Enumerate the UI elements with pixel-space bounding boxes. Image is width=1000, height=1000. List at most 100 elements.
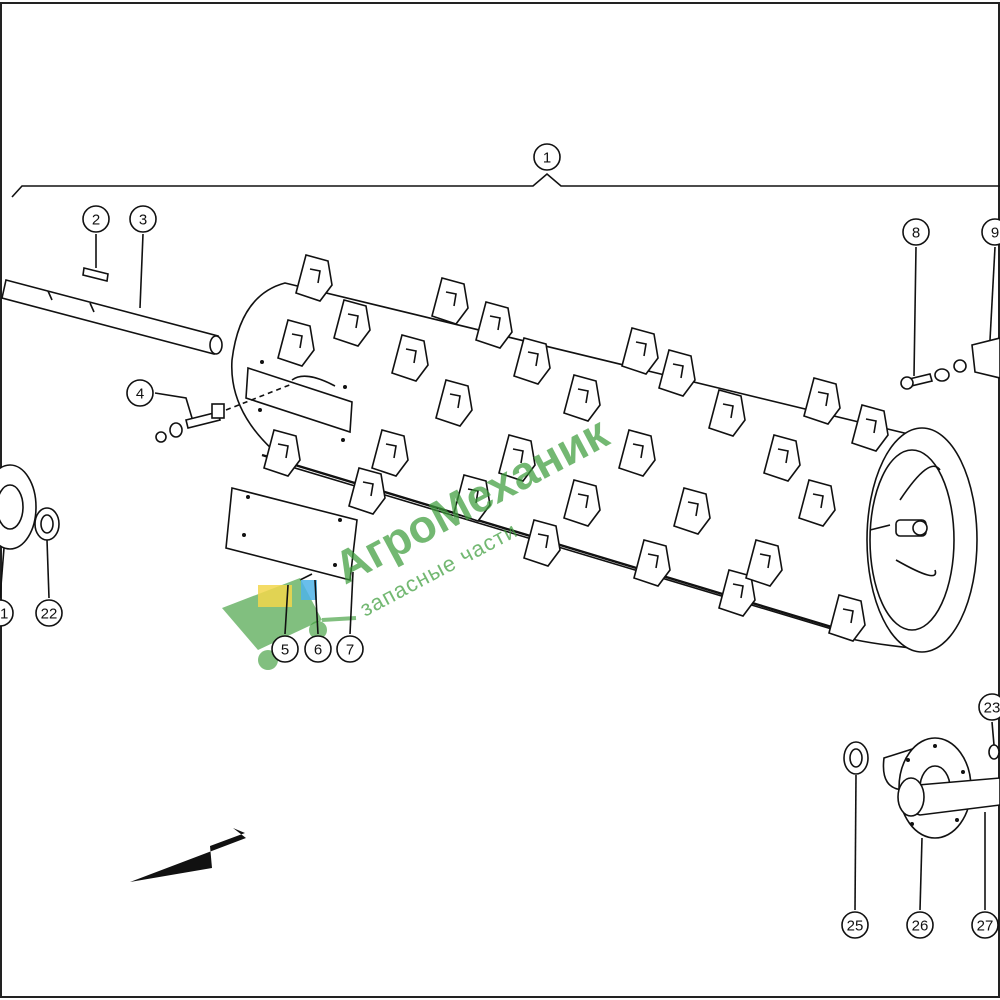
drum-end-plate-inner	[869, 449, 955, 631]
callout-9: 9	[981, 218, 1000, 246]
drum-bolt-holes	[258, 360, 347, 442]
callout-circle	[35, 599, 63, 627]
highlight-blue	[301, 580, 317, 600]
cover-plate	[225, 486, 358, 582]
knife-slot	[759, 553, 771, 569]
knife-blade	[435, 379, 473, 427]
knife-blade	[453, 474, 491, 522]
knife-slot	[291, 333, 303, 349]
callout-number: 8	[912, 225, 920, 242]
knife-slot	[722, 403, 734, 419]
knife-blade	[708, 389, 746, 437]
callout-4: 4	[126, 379, 154, 407]
knife-blade	[348, 467, 386, 515]
callout-number: 23	[984, 700, 1000, 717]
knife-blade	[745, 539, 783, 587]
knife-blade	[277, 319, 315, 367]
leader-26	[919, 837, 923, 911]
knife-slot	[362, 481, 374, 497]
callout-circle	[533, 143, 561, 171]
knife-blade	[563, 479, 601, 527]
callout-circle	[271, 635, 299, 663]
callout-circle	[978, 693, 1000, 721]
leader-21	[0, 547, 5, 599]
callout-2: 2	[82, 205, 110, 233]
callout-5: 5	[271, 635, 299, 663]
callout-circle	[82, 205, 110, 233]
leader-4	[154, 392, 193, 419]
callout-number: 3	[139, 212, 147, 229]
leader-8	[913, 246, 917, 377]
callout-23: 23	[978, 693, 1000, 721]
knife-slot	[537, 533, 549, 549]
harvester-logo	[222, 578, 357, 670]
knife-slot	[777, 448, 789, 464]
left-bearing-hub	[0, 464, 60, 550]
knife-slot	[489, 315, 501, 331]
knife-slot	[467, 488, 479, 504]
callout-circle	[0, 599, 14, 627]
knife-slot	[817, 391, 829, 407]
knife-slot	[812, 493, 824, 509]
knife-blade	[803, 377, 841, 425]
knife-slot	[732, 583, 744, 599]
knife-blade	[633, 539, 671, 587]
leader-22	[46, 539, 50, 599]
callout-number: 26	[912, 918, 929, 935]
callout-number: 22	[41, 606, 58, 623]
direction-arrow	[130, 828, 246, 882]
knife-slot	[577, 493, 589, 509]
knife-slot	[842, 608, 854, 624]
knife-blade	[851, 404, 889, 452]
rotor-knives	[263, 254, 889, 642]
callouts: 123456789212223252627	[0, 143, 1000, 939]
knife-slot	[385, 443, 397, 459]
knife-blade	[371, 429, 409, 477]
leader-3	[139, 233, 144, 309]
callout-circle	[126, 379, 154, 407]
knife-blade	[618, 429, 656, 477]
seal-ring-22	[34, 507, 60, 541]
assembly-bracket	[11, 172, 1000, 198]
drum-hatch-shaft	[291, 375, 336, 387]
knife-blade	[673, 487, 711, 535]
drive-shaft	[1, 279, 223, 355]
knife-slot	[672, 363, 684, 379]
leader-lines	[0, 233, 996, 911]
knife-blade	[563, 374, 601, 422]
callout-22: 22	[35, 599, 63, 627]
knife-slot	[687, 501, 699, 517]
bearing-27	[897, 777, 925, 817]
callout-1: 1	[533, 143, 561, 171]
callout-3: 3	[129, 205, 157, 233]
bracket-plate-9	[971, 337, 1000, 379]
leader-25	[854, 774, 857, 911]
callout-number: 9	[991, 225, 999, 242]
knife-blade	[295, 254, 333, 302]
leader-9	[989, 246, 996, 341]
knife-blade	[475, 301, 513, 349]
highlight-yellow	[258, 585, 292, 607]
knife-blade	[391, 334, 429, 382]
knife-blade	[658, 349, 696, 397]
knife-blade	[513, 337, 551, 385]
knife-slot	[309, 268, 321, 284]
drum-hatch	[245, 366, 353, 434]
knife-blade	[333, 299, 371, 347]
knife-blade	[431, 277, 469, 325]
callout-number: 25	[847, 918, 864, 935]
knife-slot	[405, 348, 417, 364]
drum-spokes	[869, 465, 941, 577]
callout-circle	[981, 218, 1000, 246]
callout-26: 26	[906, 911, 934, 939]
callout-circle	[841, 911, 869, 939]
callout-number: 1	[543, 150, 551, 167]
callout-number: 21	[0, 606, 8, 623]
leader-23	[991, 721, 995, 746]
knife-slot	[647, 553, 659, 569]
callout-7: 7	[336, 635, 364, 663]
callout-8: 8	[902, 218, 930, 246]
knife-slot	[445, 291, 457, 307]
callout-6: 6	[304, 635, 332, 663]
lower-right-parts	[843, 737, 1000, 839]
